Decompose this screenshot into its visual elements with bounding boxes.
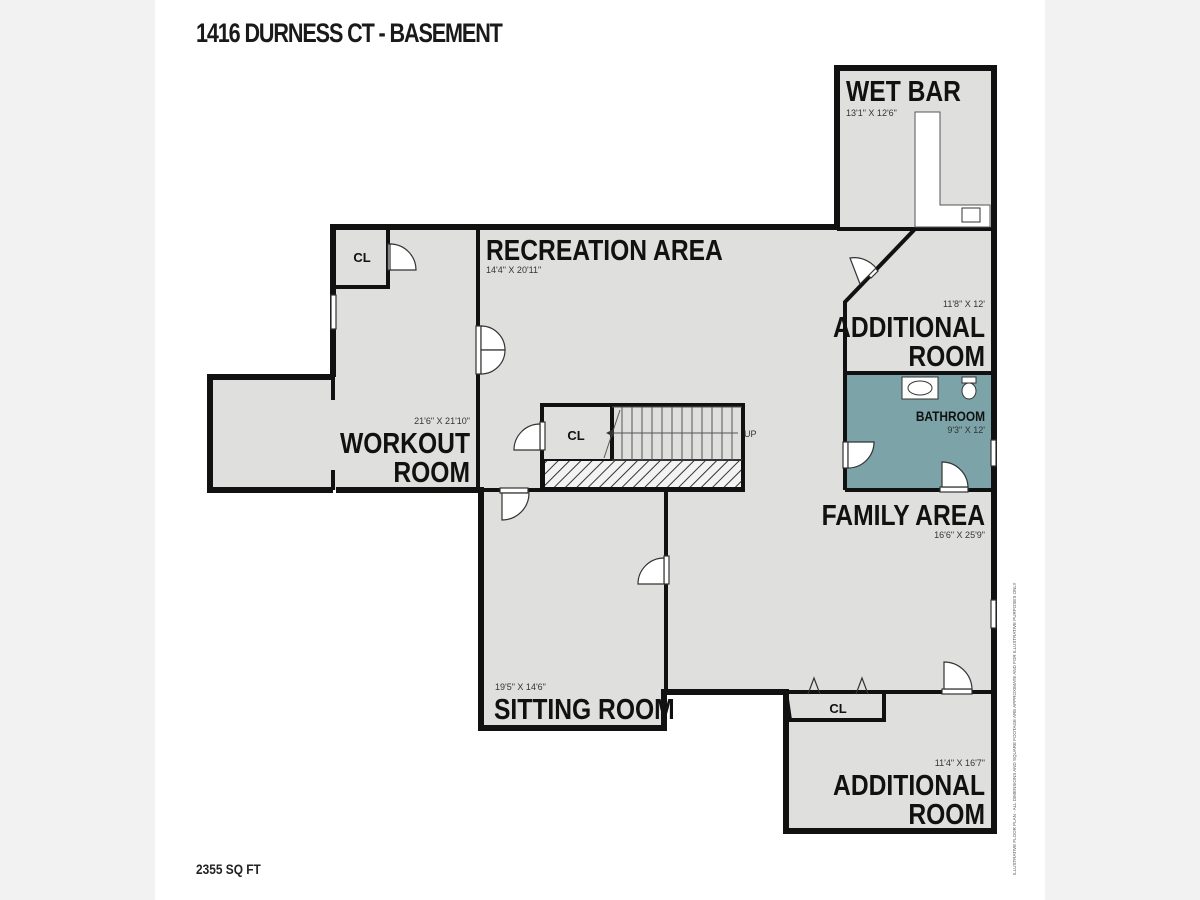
additional-1-line1: ADDITIONAL (833, 311, 985, 343)
door-stair-closet (513, 421, 546, 451)
workout-line1: WORKOUT (340, 427, 471, 459)
staircase (543, 406, 743, 489)
closet-stair-label: CL (567, 428, 584, 443)
sitting-dims: 19'5" X 14'6" (495, 682, 546, 692)
door-family-closet (807, 676, 869, 695)
workout-dims: 21'6" X 21'10" (414, 416, 470, 426)
sitting-name: SITTING ROOM (494, 693, 675, 725)
door-sitting-family (637, 555, 670, 585)
door-workout-window (330, 294, 337, 330)
workout-line2: ROOM (393, 456, 470, 488)
wet-bar-counter (914, 111, 991, 228)
family-dims: 16'6" X 25'9" (934, 530, 985, 540)
floor-workout-wing (210, 377, 336, 490)
bathroom-fixtures (901, 376, 977, 400)
page-title: 1416 DURNESS CT - BASEMENT (196, 18, 503, 48)
door-bathroom-family (939, 461, 969, 493)
closet-workout-label: CL (353, 250, 370, 265)
floor-fill (210, 68, 994, 831)
door-additional-2 (941, 661, 973, 695)
door-bathroom-left (842, 441, 875, 469)
doors (330, 243, 997, 695)
additional-1-line2: ROOM (908, 340, 985, 372)
door-workout-closet (387, 243, 417, 271)
additional-2-line1: ADDITIONAL (833, 769, 985, 801)
total-area: 2355 SQ FT (196, 861, 261, 877)
bathroom-name: BATHROOM (916, 408, 985, 424)
wet-bar-name: WET BAR (846, 75, 961, 107)
door-wet-bar (849, 257, 879, 286)
closet-family-label: CL (829, 701, 846, 716)
bathroom-dims: 9'3" X 12' (947, 425, 985, 435)
additional-2-line2: ROOM (908, 798, 985, 830)
family-name: FAMILY AREA (822, 499, 985, 531)
toilet-icon (961, 376, 977, 384)
wet-bar-dims: 13'1" X 12'6" (846, 108, 897, 118)
disclaimer-text: ILLUSTRATIVE FLOOR PLAN - ALL DIMENSIONS… (1012, 583, 1017, 876)
floor-main (333, 68, 994, 831)
recreation-name: RECREATION AREA (486, 234, 723, 266)
door-sitting-room (499, 487, 530, 521)
recreation-dims: 14'4" X 20'11" (486, 265, 541, 275)
door-family-side (990, 599, 997, 629)
sink-icon (961, 207, 981, 223)
stair-up-label: UP (744, 429, 757, 439)
additional-1-dims: 11'8" X 12' (943, 299, 985, 309)
room-labels: WET BAR 13'1" X 12'6" RECREATION AREA 14… (340, 75, 985, 830)
door-workout-recreation (475, 325, 506, 375)
door-bath-side (990, 439, 997, 467)
additional-2-dims: 11'4" X 16'7" (935, 758, 985, 768)
